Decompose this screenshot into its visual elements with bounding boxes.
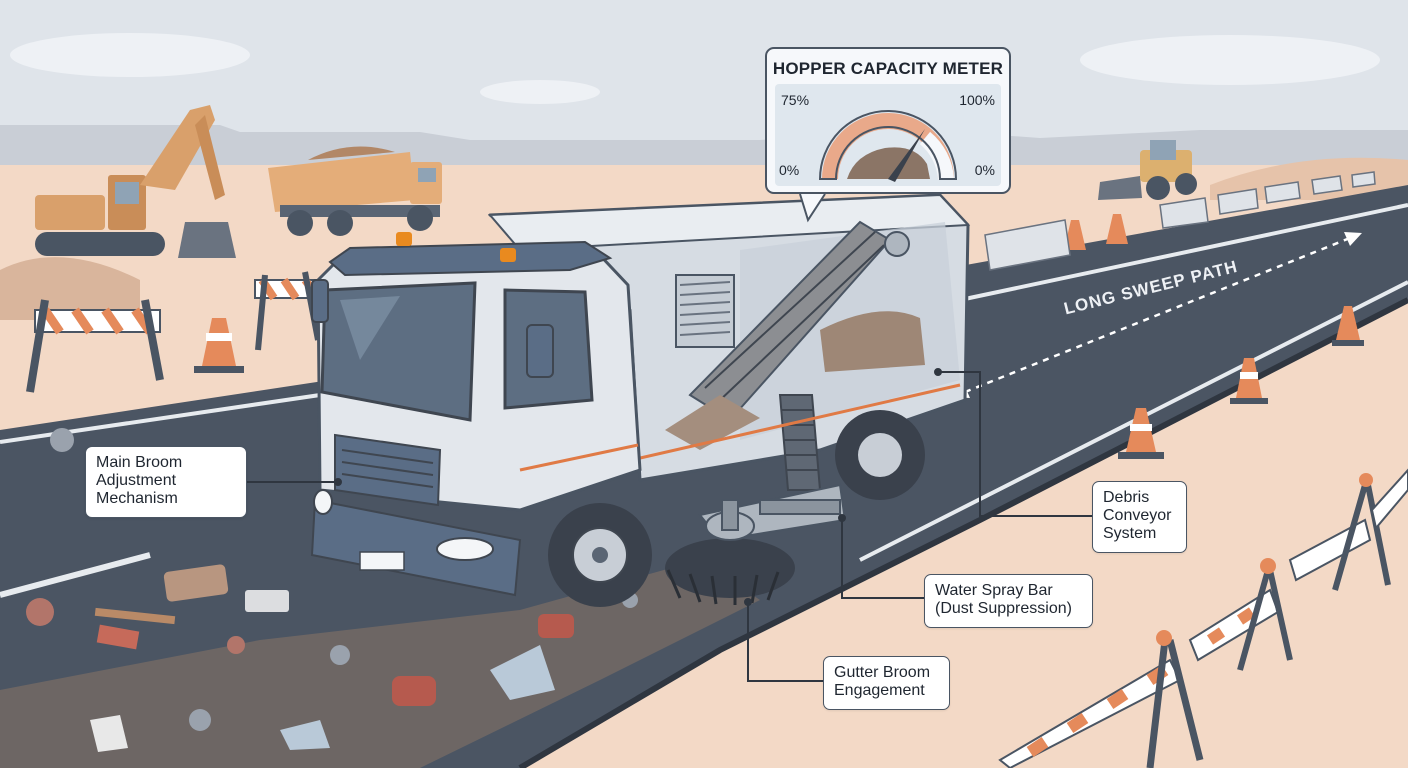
gauge-fill-debris	[847, 147, 930, 179]
callout-main-broom: Main Broom Adjustment Mechanism	[85, 446, 247, 518]
barricade	[998, 630, 1204, 768]
hopper-debris	[820, 311, 925, 372]
street-sweeper-truck	[310, 193, 971, 607]
barricade	[26, 299, 164, 393]
cab-roof	[328, 240, 613, 277]
barricade	[1288, 468, 1408, 591]
gauge-outline	[818, 110, 958, 180]
traffic-cone	[1106, 214, 1128, 244]
meter-label-100: 100%	[959, 92, 995, 108]
debris-rock	[392, 676, 436, 706]
excavator	[35, 105, 236, 258]
debris-plank	[94, 607, 176, 625]
headlight	[436, 537, 494, 561]
debris-pebble	[189, 709, 211, 731]
callout-gutter-broom: Gutter Broom Engagement	[823, 656, 950, 710]
traffic-cone	[1230, 358, 1268, 404]
road-edge-line	[959, 203, 1408, 302]
meter-title: HOPPER CAPACITY METER	[772, 59, 1004, 78]
dirt-mound	[0, 257, 140, 320]
body-vent	[675, 274, 735, 348]
cloud	[480, 80, 600, 104]
lane-dash	[0, 552, 151, 598]
callout-line: Mechanism	[96, 490, 178, 507]
debris-brick	[96, 624, 140, 650]
headlight	[313, 489, 333, 515]
dump-truck	[268, 146, 442, 236]
debris-rock	[538, 614, 574, 638]
gauge-needle	[888, 129, 925, 182]
debris-pebble	[227, 636, 245, 654]
callout-leaders	[246, 193, 1092, 682]
sweep-path-arrow	[964, 236, 1351, 394]
callout-debris-conveyor: Debris Conveyor System	[1092, 481, 1187, 553]
jersey-barriers	[984, 171, 1376, 271]
debris-plastic	[490, 645, 555, 700]
meter-label-0-left: 0%	[779, 162, 800, 178]
sweep-path-arrowhead	[1344, 232, 1362, 246]
debris-pebble	[26, 598, 54, 626]
callout-line: Adjustment	[96, 472, 177, 489]
gauge	[818, 110, 958, 182]
side-mirror	[311, 279, 329, 323]
callout-water-spray-bar: Water Spray Bar (Dust Suppression)	[924, 574, 1093, 628]
beacon-light	[396, 232, 412, 246]
callout-line: Engagement	[834, 682, 925, 699]
traffic-cone	[1064, 220, 1086, 250]
gutter-broom	[665, 538, 795, 598]
conveyor-debris	[665, 395, 760, 450]
debris-plastic	[280, 720, 330, 750]
meter-label-0-right: 0%	[974, 162, 995, 178]
front-bumper	[310, 498, 522, 597]
meter-face: 75% 100% 0% 0%	[775, 84, 1001, 186]
callout-line: Conveyor	[1103, 507, 1172, 524]
barricade	[1188, 558, 1293, 671]
callout-line: Gutter Broom	[834, 664, 931, 681]
traffic-cone	[1332, 306, 1364, 346]
debris-rock	[245, 590, 289, 612]
license-plate	[359, 551, 405, 571]
meter-label-75: 75%	[781, 92, 810, 108]
traffic-cone	[1118, 408, 1164, 459]
debris-rock	[163, 564, 229, 602]
wheel-loader	[1098, 140, 1197, 200]
cloud	[10, 33, 250, 77]
barricade	[254, 271, 321, 351]
side-mirror	[526, 324, 554, 378]
callout-line: (Dust Suppression)	[935, 600, 1072, 617]
dirt-mound	[1210, 157, 1408, 200]
callout-line: Main Broom	[96, 454, 183, 471]
debris-pebble	[330, 645, 350, 665]
hopper-capacity-meter: HOPPER CAPACITY METER 75% 100% 0% 0%	[765, 47, 1011, 194]
gauge-arc-end	[919, 131, 954, 180]
beacon-light	[500, 248, 516, 262]
callout-line: Debris	[1103, 489, 1150, 506]
debris-pebble	[50, 428, 74, 452]
callout-line: System	[1103, 525, 1157, 542]
debris-plastic	[90, 715, 128, 752]
traffic-cone	[194, 318, 244, 373]
curb	[518, 297, 1408, 768]
road	[0, 185, 1408, 768]
cloud	[1080, 35, 1380, 85]
hopper-roof	[487, 193, 971, 252]
conveyor-pulley	[884, 231, 910, 257]
water-spray-bar	[759, 499, 841, 515]
callout-line: Water Spray Bar	[935, 582, 1053, 599]
